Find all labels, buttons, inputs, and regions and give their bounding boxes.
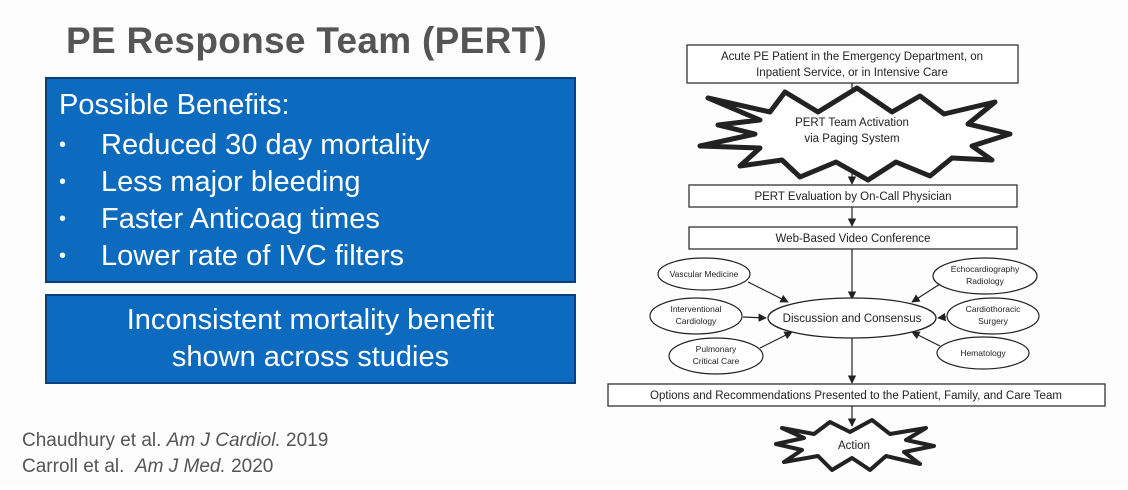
bullet-icon: • [59, 245, 67, 267]
specialty-cardiology: Cardiology [676, 316, 717, 326]
options-text: Options and Recommendations Presented to… [650, 390, 1062, 402]
slide-title: PE Response Team (PERT) [66, 20, 548, 61]
specialty-echocardiography: Echocardiography [951, 264, 1020, 274]
bullet-icon: • [59, 171, 67, 193]
specialty-surgery: Surgery [978, 316, 1009, 326]
bullet-icon: • [59, 208, 67, 230]
citation: Chaudhury et al. Am J Cardiol. 2019 [22, 428, 328, 454]
evaluation-box [688, 184, 1018, 208]
specialty-critical-care: Critical Care [693, 356, 740, 366]
specialty-pulmonary: Pulmonary [696, 344, 737, 354]
options-box [607, 383, 1106, 407]
specialty-ellipse [946, 297, 1040, 335]
specialty-ellipse [649, 297, 743, 335]
bullet-icon: • [59, 134, 67, 156]
arrow [747, 281, 789, 303]
specialty-ellipse [932, 257, 1038, 295]
specialty-interventional: Interventional [670, 304, 721, 314]
benefit-list: • Reduced 30 day mortality • Less major bl… [59, 127, 430, 275]
arrow [911, 283, 941, 303]
specialty-ellipse [657, 257, 751, 291]
arrow [911, 331, 941, 347]
citation-authors: Carroll et al. [22, 456, 125, 477]
citation-year: 2019 [286, 430, 329, 451]
evaluation-text: PERT Evaluation by On-Call Physician [754, 191, 951, 203]
specialty-vascular-medicine: Vascular Medicine [670, 269, 739, 279]
video-conference-box [688, 226, 1018, 250]
activation-text-line-1: PERT Team Activation [795, 117, 909, 129]
benefit-item: • Reduced 30 day mortality [59, 127, 430, 164]
citations: Chaudhury et al. Am J Cardiol. 2019 Carr… [22, 428, 328, 480]
benefit-text: Lower rate of IVC filters [101, 240, 404, 272]
action-starburst [774, 418, 936, 472]
inconsistent-line-2: shown across studies [171, 341, 450, 373]
benefit-item: • Lower rate of IVC filters [59, 238, 430, 275]
benefits-heading: Possible Benefits: [59, 89, 290, 121]
citation-journal: Am J Med. [134, 456, 226, 477]
benefit-text: Less major bleeding [101, 166, 361, 198]
citation-authors: Chaudhury et al. [22, 430, 162, 451]
arrow [742, 313, 767, 322]
specialty-ellipse [668, 337, 764, 375]
pert-flowchart: Acute PE Patient in the Emergency Depart… [600, 30, 1128, 485]
start-box [686, 44, 1019, 84]
citation-journal: Am J Cardiol. [166, 430, 281, 451]
specialty-cardiothoracic: Cardiothoracic [966, 304, 1022, 314]
arrow [937, 312, 947, 322]
action-text: Action [838, 440, 870, 452]
inconsistent-benefit-box: Inconsistent mortality benefit shown acr… [45, 294, 576, 384]
start-text-line-1: Acute PE Patient in the Emergency Depart… [721, 51, 983, 63]
specialty-hematology: Hematology [960, 348, 1006, 358]
video-conference-text: Web-Based Video Conference [776, 233, 931, 245]
specialty-radiology: Radiology [966, 276, 1005, 286]
activation-starburst [697, 85, 1013, 183]
start-text-line-2: Inpatient Service, or in Intensive Care [756, 67, 948, 79]
citation: Carroll et al. Am J Med. 2020 [22, 454, 328, 480]
flowchart-svg: Acute PE Patient in the Emergency Depart… [607, 44, 1106, 472]
benefits-box: Possible Benefits: • Reduced 30 day morta… [45, 77, 576, 283]
citation-year: 2020 [231, 456, 274, 477]
activation-text-line-2: via Paging System [804, 133, 899, 145]
benefit-item: • Faster Anticoag times [59, 201, 430, 238]
inconsistent-line-1: Inconsistent mortality benefit [126, 304, 495, 336]
benefit-text: Reduced 30 day mortality [101, 129, 430, 161]
consensus-text: Discussion and Consensus [783, 313, 922, 325]
benefit-item: • Less major bleeding [59, 164, 430, 201]
benefit-text: Faster Anticoag times [101, 203, 380, 235]
specialty-ellipse [936, 336, 1030, 370]
arrow [759, 331, 793, 349]
